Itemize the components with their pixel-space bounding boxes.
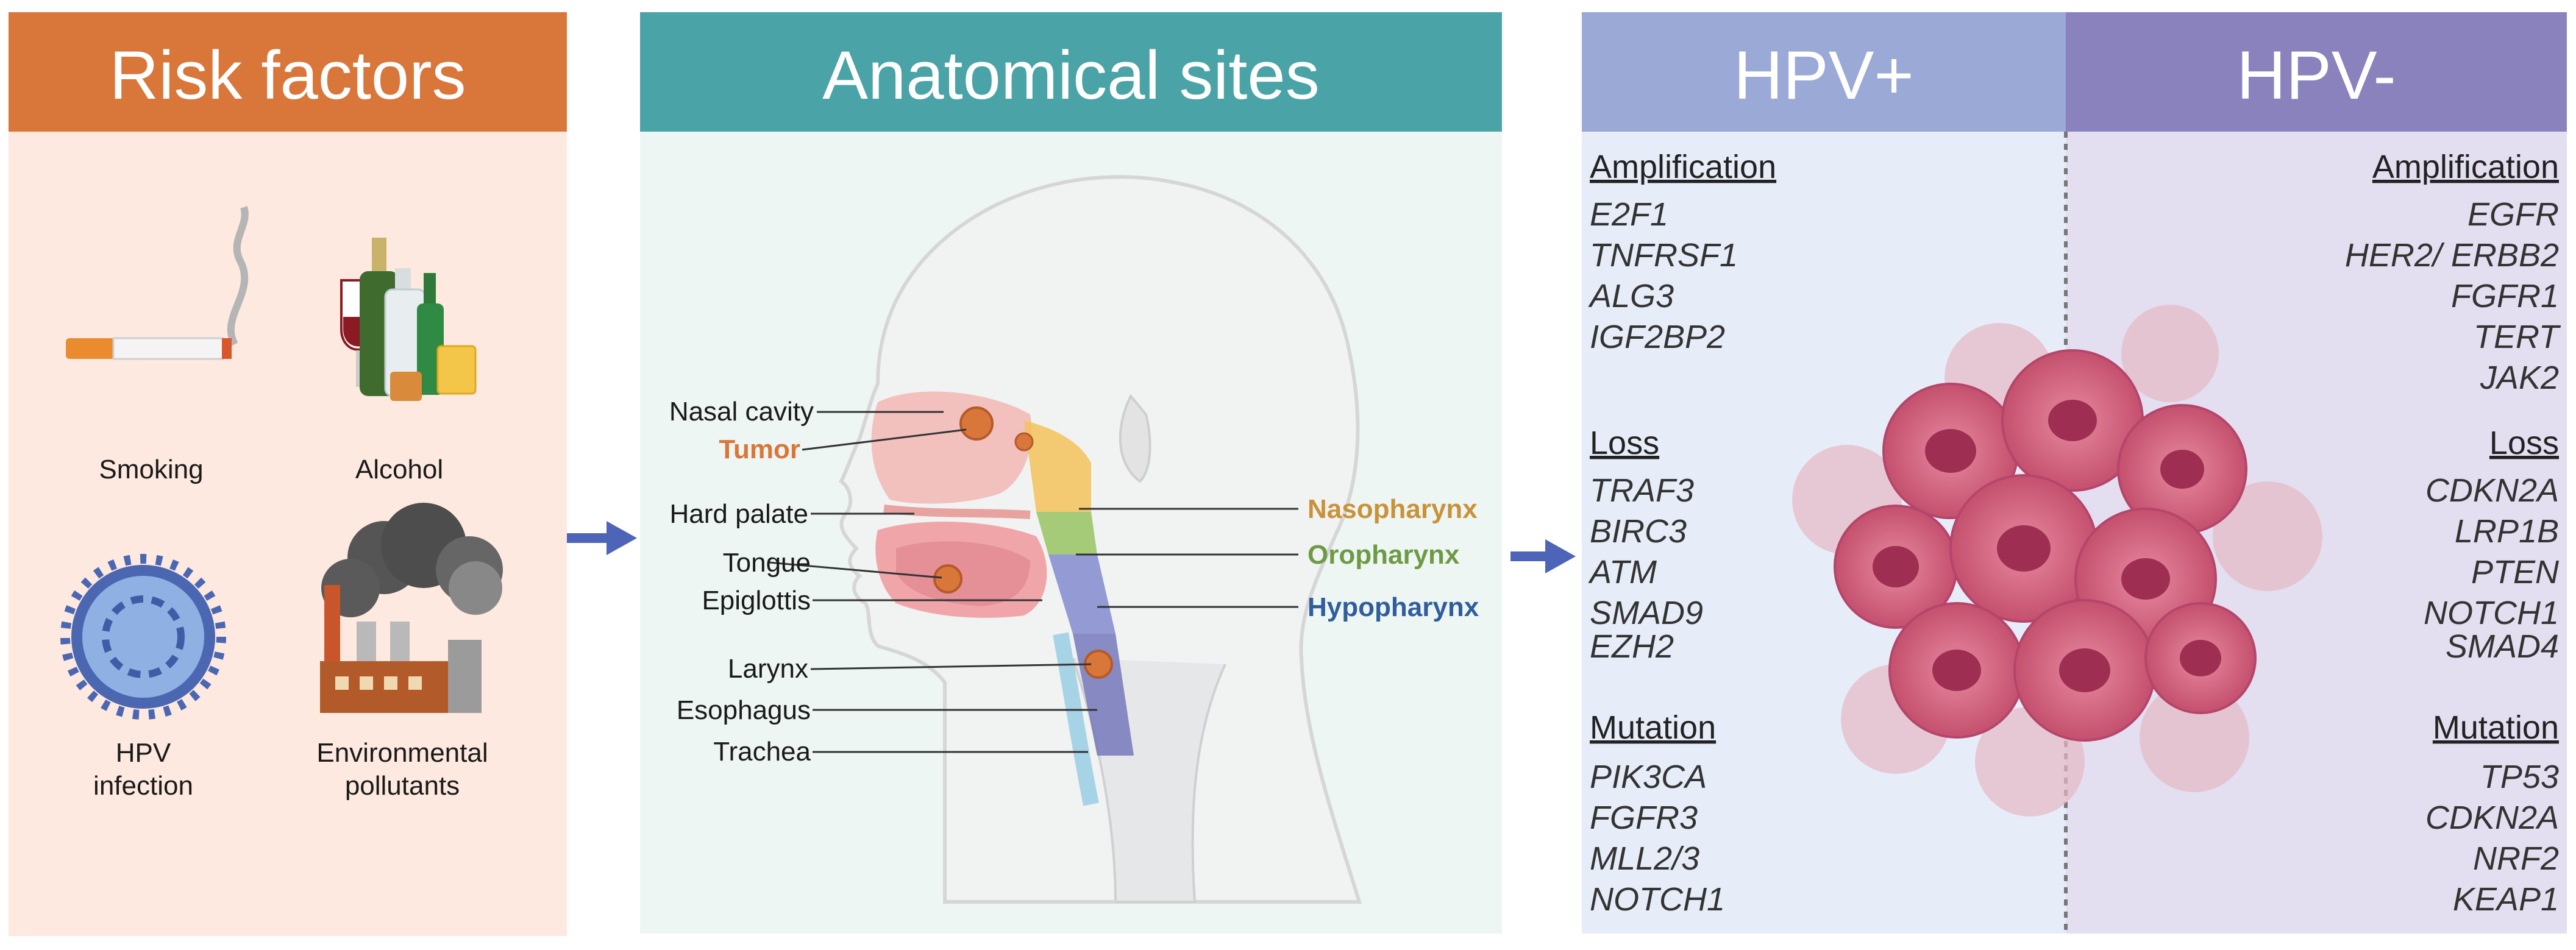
bottles-icon (340, 238, 477, 401)
gene-label: EZH2 (1590, 628, 1674, 665)
pos-loss-title: Loss (1590, 425, 1659, 461)
label-hypopharynx: Hypopharynx (1308, 592, 1479, 622)
gene-label: PIK3CA (1590, 759, 1707, 795)
gene-label: TNFRSF1 (1590, 237, 1738, 274)
head-illustration (839, 175, 1362, 904)
label-trachea: Trachea (713, 737, 811, 767)
anatomy-panel-header (640, 12, 1502, 132)
tumor-cells-icon (1792, 305, 2322, 817)
label-nasal-cavity: Nasal cavity (669, 397, 814, 427)
label-hard-palate: Hard palate (670, 499, 808, 529)
label-tumor: Tumor (719, 434, 800, 464)
hpv-pos-header (1582, 12, 2066, 132)
gene-label: JAK2 (2480, 360, 2559, 396)
gene-label: TERT (2474, 319, 2561, 355)
gene-label: IGF2BP2 (1590, 319, 1725, 355)
risk-panel: Risk factors Smoking Alcohol (9, 12, 567, 936)
gene-label: HER2/ ERBB2 (2345, 237, 2559, 274)
gene-label: ALG3 (1588, 278, 1674, 314)
gene-label: FGFR3 (1590, 799, 1698, 836)
label-larynx: Larynx (728, 654, 808, 684)
neg-amplification-title: Amplification (2372, 149, 2559, 185)
neg-mutation-title: Mutation (2433, 709, 2559, 746)
leader-lines (769, 411, 1298, 753)
gene-label: CDKN2A (2425, 472, 2559, 509)
pos-mutation-title: Mutation (1590, 709, 1716, 746)
label-tongue: Tongue (723, 548, 811, 578)
pos-amplification-title: Amplification (1590, 149, 1776, 185)
gene-label: KEAP1 (2453, 881, 2559, 918)
gene-label: SMAD4 (2446, 628, 2559, 665)
anatomy-panel: Anatomical sites (640, 12, 1502, 934)
gene-label: EGFR (2467, 196, 2559, 233)
cigarette-icon (66, 206, 249, 360)
factory-icon (320, 503, 503, 713)
genes-panel: HPV+ HPV- (1582, 12, 2567, 934)
virus-icon (60, 554, 226, 720)
label-oropharynx: Oropharynx (1308, 540, 1460, 570)
gene-label: TRAF3 (1590, 472, 1694, 509)
gene-label: BIRC3 (1590, 513, 1687, 550)
gene-label: ATM (1588, 554, 1657, 590)
anatomy-panel-title: Anatomical sites (822, 37, 1319, 113)
risk-label-smoking: Smoking (99, 455, 203, 484)
label-epiglottis: Epiglottis (702, 586, 811, 615)
hpv-neg-header (2066, 12, 2567, 132)
label-esophagus: Esophagus (677, 695, 811, 725)
arrow-icon (1510, 539, 1576, 573)
gene-label: LRP1B (2455, 513, 2559, 550)
neg-loss-title: Loss (2489, 425, 2559, 461)
risk-panel-header (9, 12, 567, 132)
gene-label: FGFR1 (2451, 278, 2559, 314)
risk-panel-title: Risk factors (110, 37, 466, 113)
label-nasopharynx: Nasopharynx (1308, 494, 1478, 524)
gene-label: MLL2/3 (1590, 840, 1699, 877)
risk-panel-background (9, 132, 567, 936)
tumor-icon (959, 406, 994, 441)
gene-label: SMAD9 (1590, 595, 1703, 631)
hpv-pos-title: HPV+ (1734, 37, 1914, 113)
gene-label: E2F1 (1590, 196, 1668, 233)
gene-label: NOTCH1 (2424, 595, 2559, 631)
gene-label: NOTCH1 (1590, 881, 1725, 918)
risk-label-alcohol: Alcohol (355, 455, 443, 484)
gene-label: TP53 (2480, 759, 2559, 795)
gene-label: NRF2 (2473, 840, 2559, 877)
gene-label: PTEN (2471, 554, 2560, 590)
hpv-neg-title: HPV- (2236, 37, 2396, 113)
arrow-icon (567, 521, 637, 555)
gene-label: CDKN2A (2425, 799, 2559, 836)
